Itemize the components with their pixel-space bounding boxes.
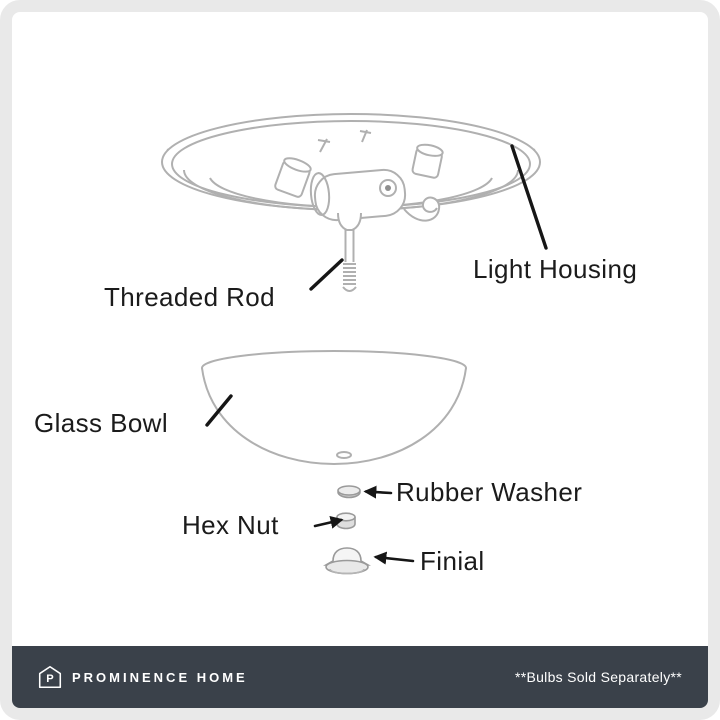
label-light-housing: Light Housing	[473, 254, 638, 284]
light-housing-drawing	[161, 113, 541, 222]
house-outline-icon: P	[38, 665, 62, 689]
threaded-rod-leader-line	[309, 258, 344, 291]
label-hex-nut: Hex Nut	[182, 510, 279, 540]
label-rubber-washer: Rubber Washer	[396, 477, 583, 507]
rubber-washer-leader-line	[363, 485, 393, 499]
glass-bowl-drawing	[201, 350, 467, 466]
label-threaded-rod: Threaded Rod	[104, 282, 276, 312]
finial-leader-line	[373, 551, 415, 565]
finial-drawing	[322, 547, 372, 575]
brand-name: PROMINENCE HOME	[72, 669, 248, 685]
brand-logo-letter: P	[46, 673, 54, 685]
rubber-washer-drawing	[337, 485, 361, 499]
label-glass-bowl: Glass Bowl	[34, 408, 169, 438]
bulbs-sold-separately-note: **Bulbs Sold Separately**	[514, 669, 682, 685]
footer-bar: P PROMINENCE HOME **Bulbs Sold Separatel…	[12, 646, 708, 708]
glass-bowl-leader-line	[205, 394, 233, 427]
threaded-rod-drawing	[337, 212, 362, 292]
label-finial: Finial	[420, 546, 485, 576]
brand: P PROMINENCE HOME	[38, 665, 248, 689]
hex-nut-leader-line	[313, 516, 344, 529]
fixture-diagram	[161, 113, 548, 575]
light-housing-leader-line	[510, 144, 548, 250]
